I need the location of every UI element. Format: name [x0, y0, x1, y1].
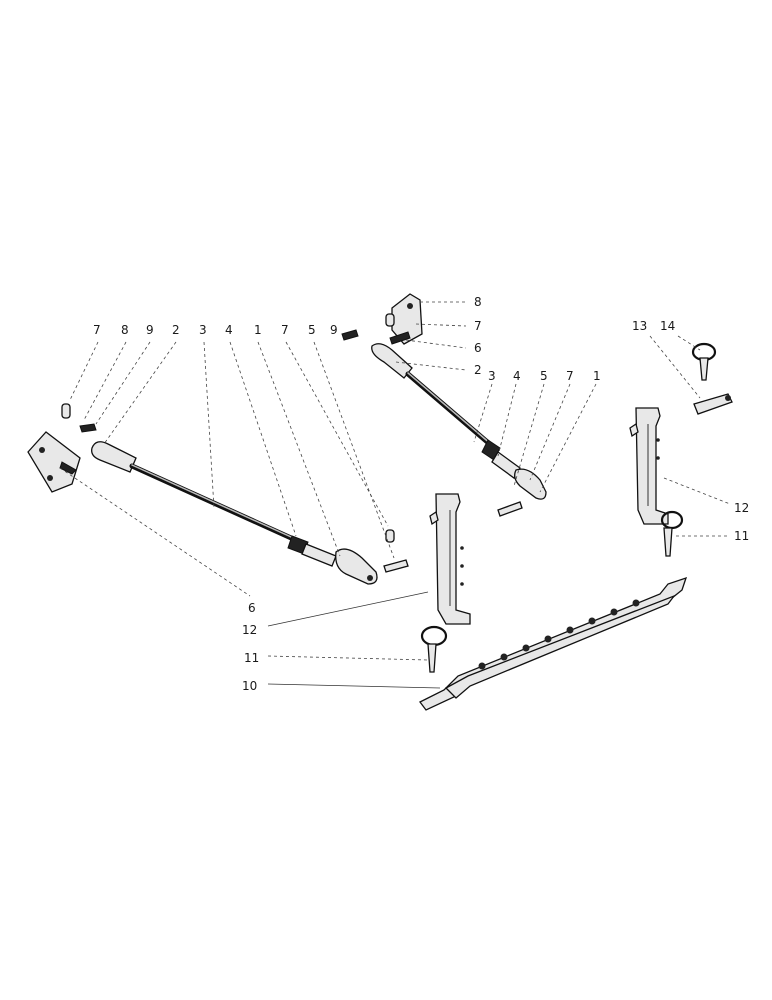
callout-left-6: 6: [248, 601, 256, 615]
left-stabilizer-rod-icon: [91, 441, 378, 585]
callout-right-12: 12: [734, 501, 749, 515]
callout-left-11: 11: [244, 651, 259, 665]
callout-left-8: 8: [121, 323, 129, 337]
left-callout-row: 7 8 9 2 3 4 1 7 5 9 6: [93, 323, 338, 615]
right-callouts: 13 14 12 11: [632, 319, 749, 543]
left-bolt-icon: [79, 423, 97, 433]
callout-right-14: 14: [660, 319, 675, 333]
center-leader-lines: [395, 301, 597, 493]
left-clip-icon: [61, 403, 71, 419]
top-right-pin-ring-icon: [691, 342, 733, 415]
center-stabilizer-assembly: [371, 293, 547, 517]
left-stabilizer-assembly: [27, 403, 409, 585]
left-drop-link-icon: [420, 493, 471, 673]
right-drop-link-icon: [629, 407, 684, 557]
callout-center-7b: 7: [566, 369, 574, 383]
left-bracket-plate-icon: [27, 431, 81, 493]
callout-center-4: 4: [513, 369, 521, 383]
callout-center-7a: 7: [474, 319, 482, 333]
left-leader-lines: [59, 341, 395, 597]
callout-left-12: 12: [242, 623, 257, 637]
callout-left-7a: 7: [93, 323, 101, 337]
center-stabilizer-rod-icon: [371, 343, 547, 517]
center-callouts: 8 7 6 2 3 4 5 7 1: [474, 295, 601, 383]
callout-center-8: 8: [474, 295, 482, 309]
callout-left-5: 5: [308, 323, 316, 337]
callout-center-6: 6: [474, 341, 482, 355]
right-leader-lines: [649, 335, 731, 537]
callout-right-11: 11: [734, 529, 749, 543]
callout-left-7b: 7: [281, 323, 289, 337]
drawbar-icon: [419, 576, 688, 711]
top-bolt-icon: [341, 329, 359, 341]
callout-left-4: 4: [225, 323, 233, 337]
callout-right-13: 13: [632, 319, 647, 333]
callout-center-5: 5: [540, 369, 548, 383]
callout-center-1: 1: [593, 369, 601, 383]
callout-left-3: 3: [199, 323, 207, 337]
center-bracket-plate-icon: [385, 293, 423, 345]
callout-left-9b: 9: [330, 323, 338, 337]
callout-left-1: 1: [254, 323, 262, 337]
left-bottom-leaders: [267, 591, 441, 689]
callout-center-3: 3: [488, 369, 496, 383]
callout-left-9a: 9: [146, 323, 154, 337]
callout-center-2: 2: [474, 363, 482, 377]
left-pin-icon: [383, 529, 409, 573]
left-bottom-callouts: 12 11 10: [242, 623, 259, 693]
callout-left-2: 2: [172, 323, 180, 337]
callout-left-10: 10: [242, 679, 257, 693]
